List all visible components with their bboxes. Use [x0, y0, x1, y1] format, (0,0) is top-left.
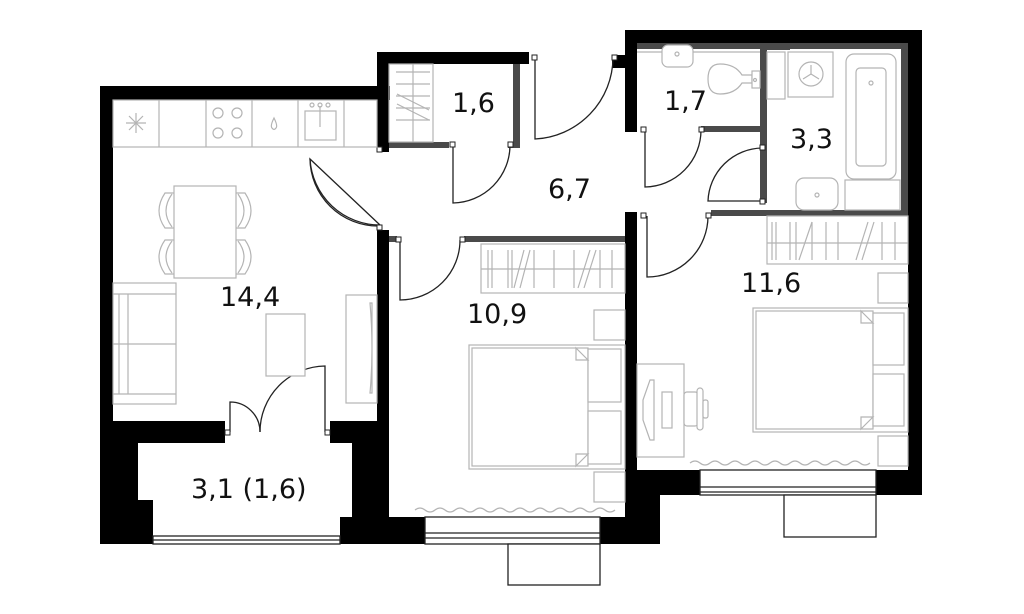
- windows: [152, 469, 877, 586]
- bedroom-2-door[interactable]: [640, 212, 712, 278]
- sink-icon: [304, 102, 337, 141]
- room-area-kitchen-living: 14,4: [220, 282, 281, 313]
- toilet-door[interactable]: [640, 126, 705, 188]
- exterior-walls: [100, 30, 922, 544]
- bedroom-1-door[interactable]: [395, 236, 466, 301]
- wardrobe-door[interactable]: [449, 141, 514, 204]
- bathroom-fixtures: [766, 51, 901, 211]
- closet-shelves: [388, 63, 434, 143]
- bedroom-2-wardrobe: [766, 215, 909, 265]
- room-area-balcony: 3,1 (1,6): [191, 474, 307, 505]
- room-area-bedroom-1: 10,9: [467, 299, 528, 330]
- room-area-wardrobe: 1,6: [452, 88, 495, 119]
- room-area-bathroom: 3,3: [790, 124, 833, 155]
- sofa: [112, 282, 177, 405]
- bedroom-1-radiator: [414, 507, 616, 513]
- entrance-door[interactable]: [531, 54, 618, 140]
- room-area-bedroom-2: 11,6: [741, 268, 802, 299]
- balcony-window: [152, 535, 341, 545]
- balcony-door[interactable]: [224, 365, 331, 436]
- partitions: [389, 43, 908, 242]
- cooktop-icon: [212, 107, 243, 139]
- coffee-table: [265, 313, 306, 377]
- bedroom-2-radiator: [689, 460, 871, 466]
- bedroom-2-window: [699, 469, 877, 538]
- bedroom-2-bed: [752, 272, 909, 467]
- bath-washbasin: [795, 177, 839, 211]
- office-chair: [683, 387, 709, 431]
- monitor-icon: [642, 379, 655, 441]
- room-area-hallway: 6,7: [548, 174, 591, 205]
- washing-machine-icon: [787, 51, 834, 98]
- refrigerator-icon: [126, 113, 146, 133]
- kitchen-counter: [112, 99, 378, 148]
- bedroom-1-bed: [468, 309, 626, 503]
- bedroom-1-wardrobe: [480, 243, 626, 294]
- tv-stand: [345, 294, 378, 404]
- doors: [224, 54, 766, 436]
- dining-set: [158, 185, 252, 279]
- desk: [636, 363, 709, 458]
- bedroom-1-window: [424, 516, 601, 586]
- toilet-fixtures: [637, 44, 761, 95]
- bathroom-door[interactable]: [707, 144, 766, 205]
- room-area-toilet: 1,7: [664, 86, 707, 117]
- water-drop-icon: [270, 116, 278, 131]
- kitchen-door[interactable]: [309, 146, 383, 231]
